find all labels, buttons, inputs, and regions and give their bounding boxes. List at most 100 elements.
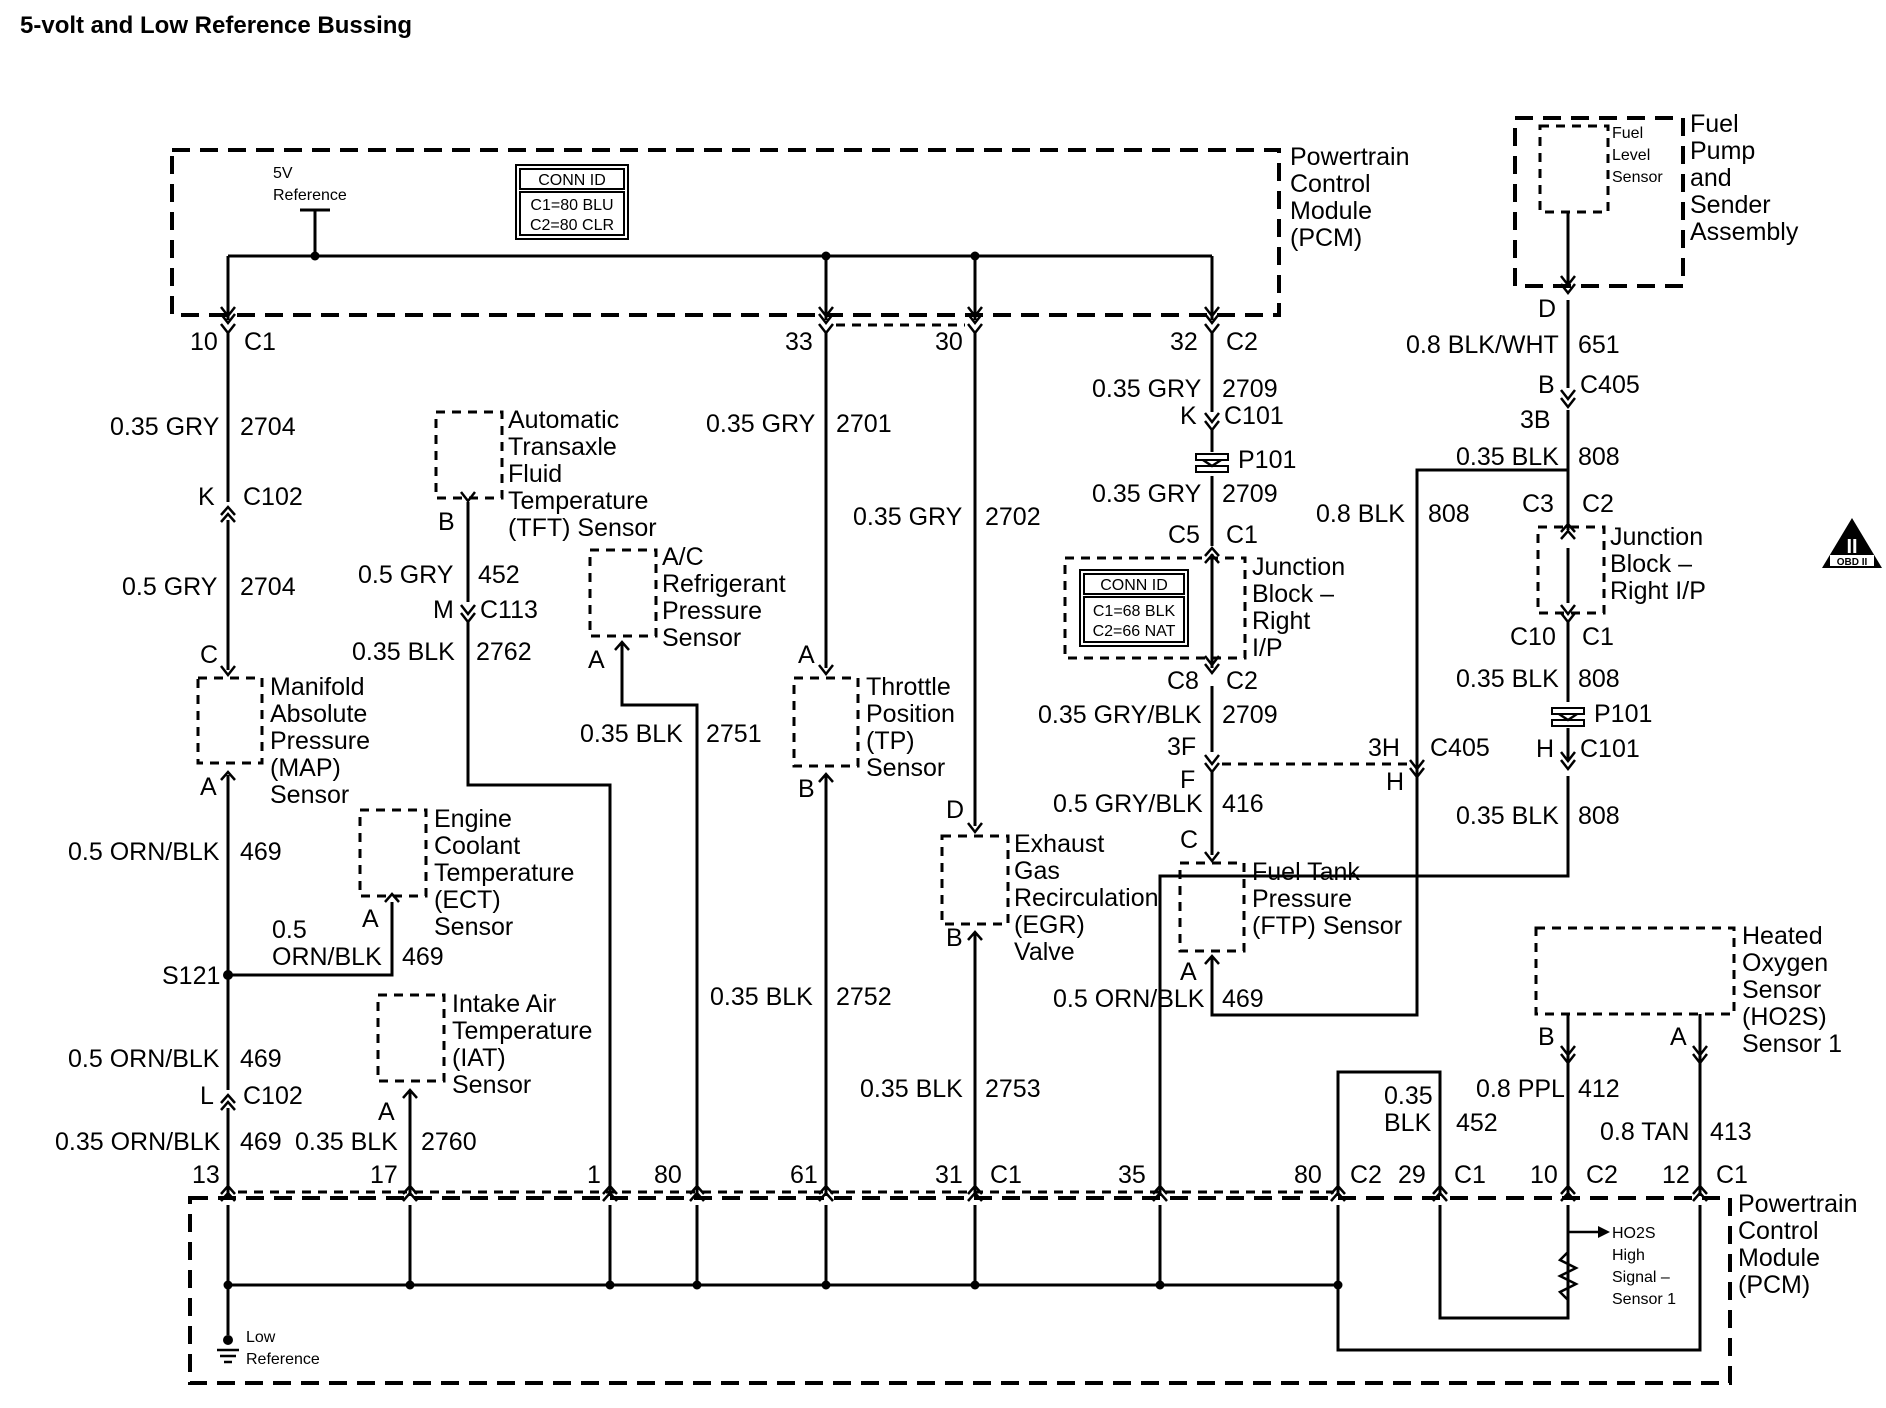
svg-text:0.5 GRY: 0.5 GRY [122,573,218,601]
svg-text:Engine: Engine [434,805,512,833]
svg-text:Powertrain: Powertrain [1738,1190,1858,1218]
svg-text:(EGR): (EGR) [1014,911,1085,939]
svg-text:C: C [200,641,218,669]
svg-text:M: M [433,596,454,624]
svg-text:3F: 3F [1167,733,1196,761]
svg-text:(TP): (TP) [866,727,915,755]
svg-text:CONN ID: CONN ID [538,172,606,189]
svg-text:C405: C405 [1580,371,1640,399]
ftp-sensor-box [1178,861,1246,953]
svg-text:Sensor: Sensor [866,754,945,782]
ac-sensor-label: A/C Refrigerant Pressure Sensor [662,543,786,652]
svg-text:Automatic: Automatic [508,406,619,434]
svg-text:2752: 2752 [836,983,892,1011]
svg-text:0.5 ORN/BLK: 0.5 ORN/BLK [68,1045,220,1073]
svg-text:17: 17 [370,1161,398,1189]
conn-id-junction: CONN ID C1=68 BLK C2=66 NAT [1079,569,1189,647]
svg-text:Intake Air: Intake Air [452,990,556,1018]
wire-412-413 [1566,1014,1702,1196]
svg-text:0.35 GRY: 0.35 GRY [1092,375,1202,403]
svg-text:A: A [378,1098,395,1126]
svg-text:Manifold: Manifold [270,673,365,701]
svg-text:Module: Module [1290,197,1372,225]
svg-text:0.5 GRY: 0.5 GRY [358,561,454,589]
svg-text:D: D [946,796,964,824]
svg-text:P101: P101 [1594,700,1652,728]
svg-text:Low: Low [246,1329,276,1346]
svg-text:B: B [438,508,455,536]
bottom-pin-labels: 13 17 1 80 61 31 C1 35 80 C2 29 C1 10 C2… [192,1161,1748,1189]
svg-text:2702: 2702 [985,503,1041,531]
svg-text:Level: Level [1612,147,1650,164]
svg-text:2704: 2704 [240,413,296,441]
svg-text:Temperature: Temperature [434,859,574,887]
svg-text:Temperature: Temperature [452,1017,592,1045]
svg-text:Reference: Reference [246,1351,320,1368]
svg-text:Exhaust: Exhaust [1014,830,1104,858]
svg-text:and: and [1690,164,1732,192]
svg-text:0.35 BLK: 0.35 BLK [1456,443,1559,471]
svg-text:K: K [198,483,215,511]
svg-text:Transaxle: Transaxle [508,433,617,461]
svg-text:Right: Right [1252,607,1310,635]
svg-text:61: 61 [790,1161,818,1189]
svg-text:10: 10 [1530,1161,1558,1189]
top-pins [219,312,1221,335]
svg-text:C101: C101 [1580,735,1640,763]
svg-text:C2=80 CLR: C2=80 CLR [530,217,614,234]
ac-sensor-box [588,548,658,638]
svg-text:C113: C113 [480,596,538,624]
svg-text:0.35 GRY: 0.35 GRY [853,503,963,531]
svg-text:0.35 GRY: 0.35 GRY [1092,480,1202,508]
svg-text:High: High [1612,1247,1645,1264]
page-title: 5-volt and Low Reference Bussing [20,12,412,39]
svg-text:0.35 BLK: 0.35 BLK [1456,665,1559,693]
svg-text:32: 32 [1170,328,1198,356]
svg-text:3B: 3B [1520,406,1551,434]
tft-sensor-label: Automatic Transaxle Fluid Temperature (T… [508,406,657,542]
svg-text:C3: C3 [1522,490,1554,518]
svg-text:C102: C102 [243,1082,303,1110]
svg-text:35: 35 [1118,1161,1146,1189]
svg-text:2709: 2709 [1222,701,1278,729]
svg-text:B: B [1538,1023,1555,1051]
ect-sensor-label: Engine Coolant Temperature (ECT) Sensor [434,805,574,941]
svg-text:452: 452 [1456,1109,1498,1137]
svg-text:C2: C2 [1226,667,1258,695]
c405-connector-f [1204,754,1220,775]
svg-text:Module: Module [1738,1244,1820,1272]
svg-text:2760: 2760 [421,1128,477,1156]
svg-text:C1: C1 [244,328,276,356]
svg-text:A/C: A/C [662,543,704,571]
svg-text:0.8 BLK/WHT: 0.8 BLK/WHT [1406,331,1559,359]
svg-text:Pressure: Pressure [270,727,370,755]
svg-text:0.5 ORN/BLK: 0.5 ORN/BLK [68,838,220,866]
pcm-bottom-box [188,1196,1732,1385]
svg-text:0.5: 0.5 [272,916,307,944]
svg-text:C405: C405 [1430,734,1490,762]
svg-text:S121: S121 [162,962,220,990]
p101-connector-a [1195,453,1229,473]
svg-text:0.5 GRY/BLK: 0.5 GRY/BLK [1053,790,1203,818]
svg-text:C2: C2 [1226,328,1258,356]
svg-text:Assembly: Assembly [1690,218,1799,246]
svg-text:469: 469 [402,943,444,971]
svg-text:ORN/BLK: ORN/BLK [272,943,382,971]
svg-text:C: C [1180,826,1198,854]
fuel-pump-box [1513,116,1685,288]
svg-text:5V: 5V [273,165,293,182]
svg-text:469: 469 [240,838,282,866]
svg-text:C1: C1 [1226,521,1258,549]
svg-text:13: 13 [192,1161,220,1189]
svg-text:B: B [798,775,815,803]
wire-452-pcm [1336,1070,1442,1196]
ho2s-sensor-box [1534,926,1736,1016]
svg-text:(TFT) Sensor: (TFT) Sensor [508,514,657,542]
ftp-sensor-label: Fuel Tank Pressure (FTP) Sensor [1252,858,1402,940]
svg-text:2709: 2709 [1222,375,1278,403]
svg-text:Sensor: Sensor [1612,169,1663,186]
svg-text:0.35 ORN/BLK: 0.35 ORN/BLK [55,1128,221,1156]
svg-text:Reference: Reference [273,187,347,204]
svg-text:(PCM): (PCM) [1290,224,1362,252]
svg-text:I/P: I/P [1252,634,1283,662]
